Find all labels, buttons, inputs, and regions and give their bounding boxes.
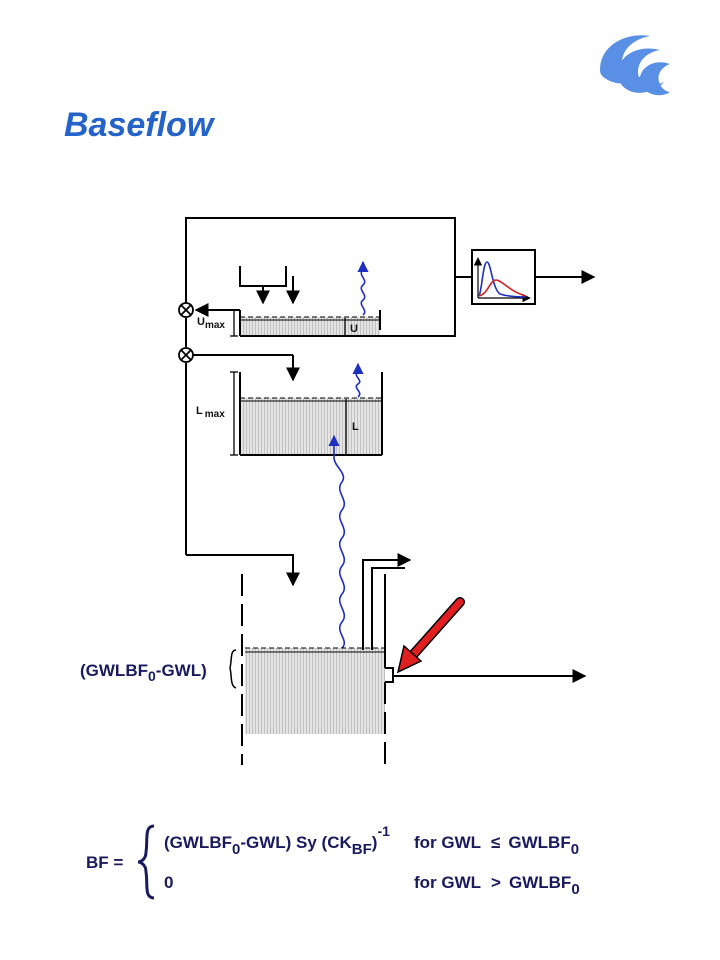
equation-case1-condition: for GWL≤GWLBF0 xyxy=(414,833,579,858)
equation-lhs: BF = xyxy=(86,853,123,872)
groundwater-tank xyxy=(241,553,587,765)
baseflow-equation: BF = (GWLBF0-GWL) Sy (CKBF)-1 for GWL≤GW… xyxy=(86,823,580,900)
precipitation-input xyxy=(239,266,300,305)
lower-zone-level-label: L xyxy=(352,421,359,433)
upper-zone-level-label: U xyxy=(350,323,358,335)
gw-brace xyxy=(229,649,237,689)
page-title: Baseflow xyxy=(64,106,214,144)
equation-case2-expression: 0 xyxy=(164,873,173,892)
evaporation-lower-wave xyxy=(352,362,364,398)
equation-brace xyxy=(137,824,155,900)
lower-zone-tank xyxy=(230,371,383,456)
upper-zone-max-label: Umax xyxy=(197,316,225,331)
circle-x-junction-icon xyxy=(178,302,194,318)
unit-hydrograph-icon xyxy=(471,249,536,305)
equation-case1-expression: (GWLBF0-GWL) Sy (CKBF)-1 xyxy=(164,823,390,858)
gw-difference-label: (GWLBF0-GWL) xyxy=(80,661,207,684)
wave-logo-icon xyxy=(600,35,670,96)
upper-zone-tank xyxy=(230,309,388,337)
equation-case2-condition: for GWL>GWLBF0 xyxy=(414,873,580,898)
capillary-rise-wave xyxy=(328,434,346,649)
red-arrow-icon xyxy=(396,597,465,674)
circle-x-junction-icon xyxy=(178,347,194,363)
evaporation-upper-wave xyxy=(357,260,369,316)
